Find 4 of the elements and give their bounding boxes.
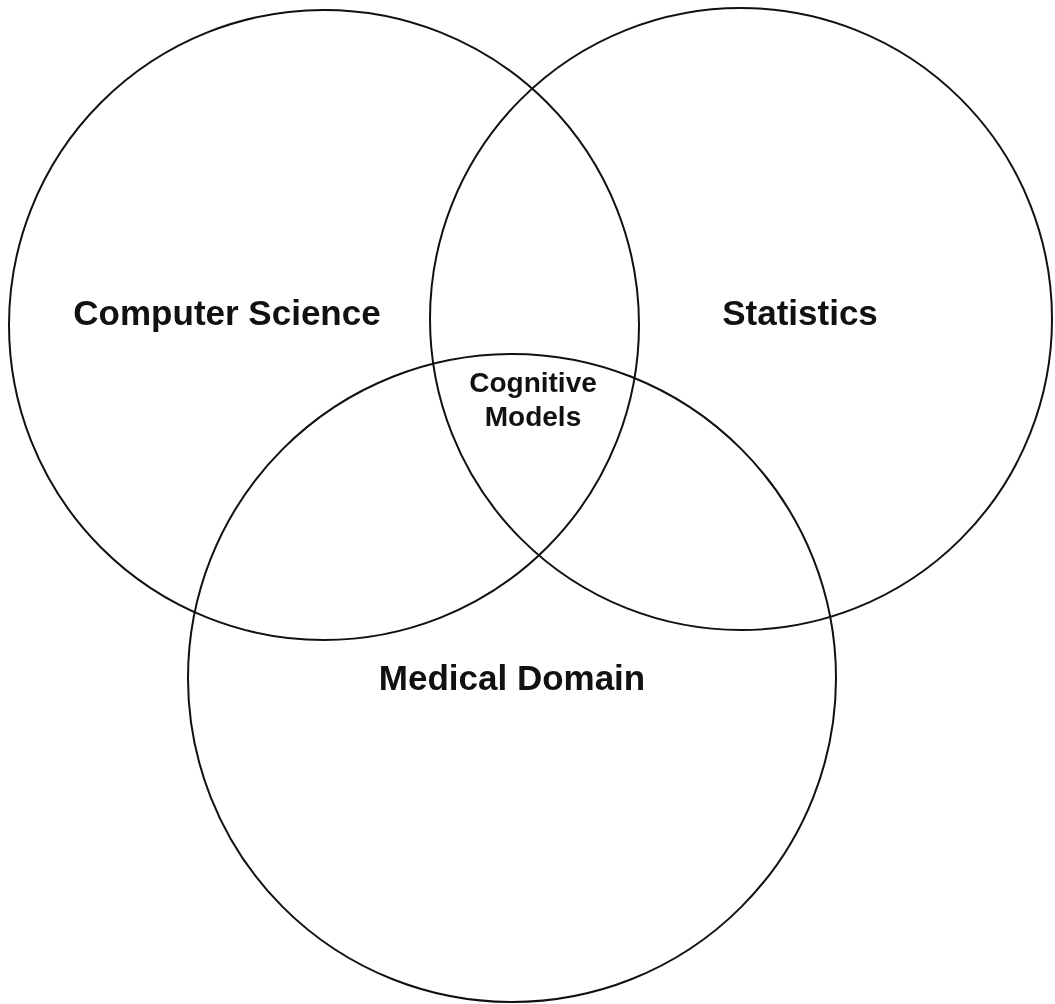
- set-label: Statistics: [722, 293, 878, 333]
- set-label: Medical Domain: [378, 658, 646, 698]
- set-label: Computer Science: [73, 293, 381, 333]
- intersection-label: Cognitive Models: [468, 366, 598, 434]
